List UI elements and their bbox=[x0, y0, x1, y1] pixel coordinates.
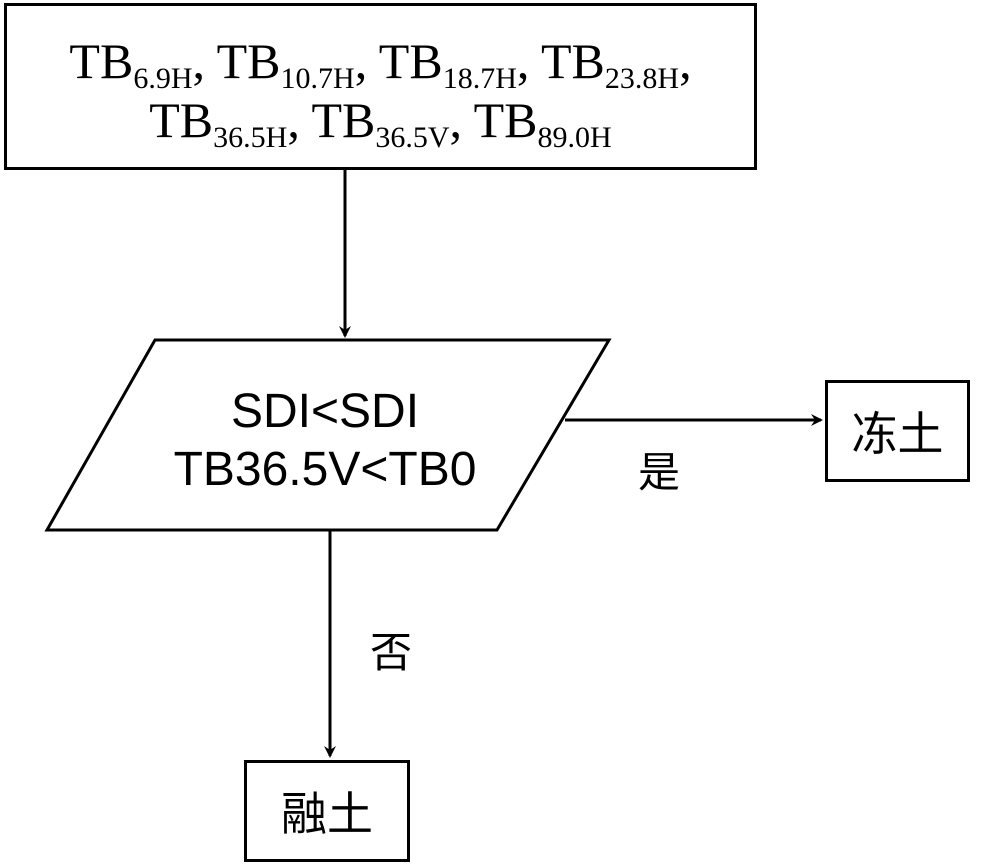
frozen-soil-box: 冻土 bbox=[825, 380, 970, 482]
input-line-1: TB6.9H, TB10.7H, TB18.7H, TB23.8H, bbox=[7, 36, 754, 94]
tb-channel-subscript: 6.9H bbox=[133, 62, 193, 95]
tb-separator: , bbox=[679, 33, 692, 89]
frozen-soil-label: 冻土 bbox=[851, 407, 944, 461]
decision-shape bbox=[44, 338, 612, 532]
tb-channel-subscript: 18.7H bbox=[442, 62, 517, 95]
tb-channel-term: TB10.7H, bbox=[216, 33, 379, 94]
tb-base: TB bbox=[69, 33, 134, 89]
tb-channel-term: TB23.8H, bbox=[540, 33, 692, 94]
tb-separator: , bbox=[192, 33, 217, 89]
tb-channel-term: TB6.9H, bbox=[69, 33, 217, 94]
tb-separator: , bbox=[287, 92, 312, 148]
tb-base: TB bbox=[540, 33, 605, 89]
tb-channel-subscript: 23.8H bbox=[604, 62, 680, 95]
tb-separator: , bbox=[516, 33, 541, 89]
tb-channel-subscript: 36.5V bbox=[375, 121, 450, 154]
tb-base: TB bbox=[149, 92, 214, 148]
thawed-soil-label: 融土 bbox=[281, 787, 373, 841]
decision-condition-2: TB36.5V<TB0 bbox=[173, 443, 477, 496]
tb-channel-subscript: 89.0H bbox=[537, 121, 612, 154]
tb-base: TB bbox=[473, 92, 538, 148]
tb-base: TB bbox=[216, 33, 281, 89]
tb-channel-term: TB36.5V, bbox=[311, 92, 474, 153]
tb-channel-term: TB36.5H, bbox=[149, 92, 312, 153]
thawed-soil-box: 融土 bbox=[244, 760, 410, 862]
yes-label: 是 bbox=[638, 448, 681, 497]
tb-channel-subscript: 36.5H bbox=[213, 121, 288, 154]
no-label: 否 bbox=[370, 628, 413, 677]
input-box: TB6.9H, TB10.7H, TB18.7H, TB23.8H, TB36.… bbox=[4, 3, 757, 170]
tb-separator: , bbox=[449, 92, 474, 148]
tb-channel-term: TB18.7H, bbox=[378, 33, 541, 94]
tb-channel-subscript: 10.7H bbox=[280, 62, 355, 95]
tb-base: TB bbox=[311, 92, 376, 148]
tb-base: TB bbox=[378, 33, 443, 89]
decision-condition-1: SDI<SDI bbox=[230, 385, 420, 438]
input-line-2: TB36.5H, TB36.5V, TB89.0H bbox=[7, 95, 754, 153]
tb-channel-term: TB89.0H bbox=[473, 92, 612, 153]
tb-separator: , bbox=[354, 33, 379, 89]
